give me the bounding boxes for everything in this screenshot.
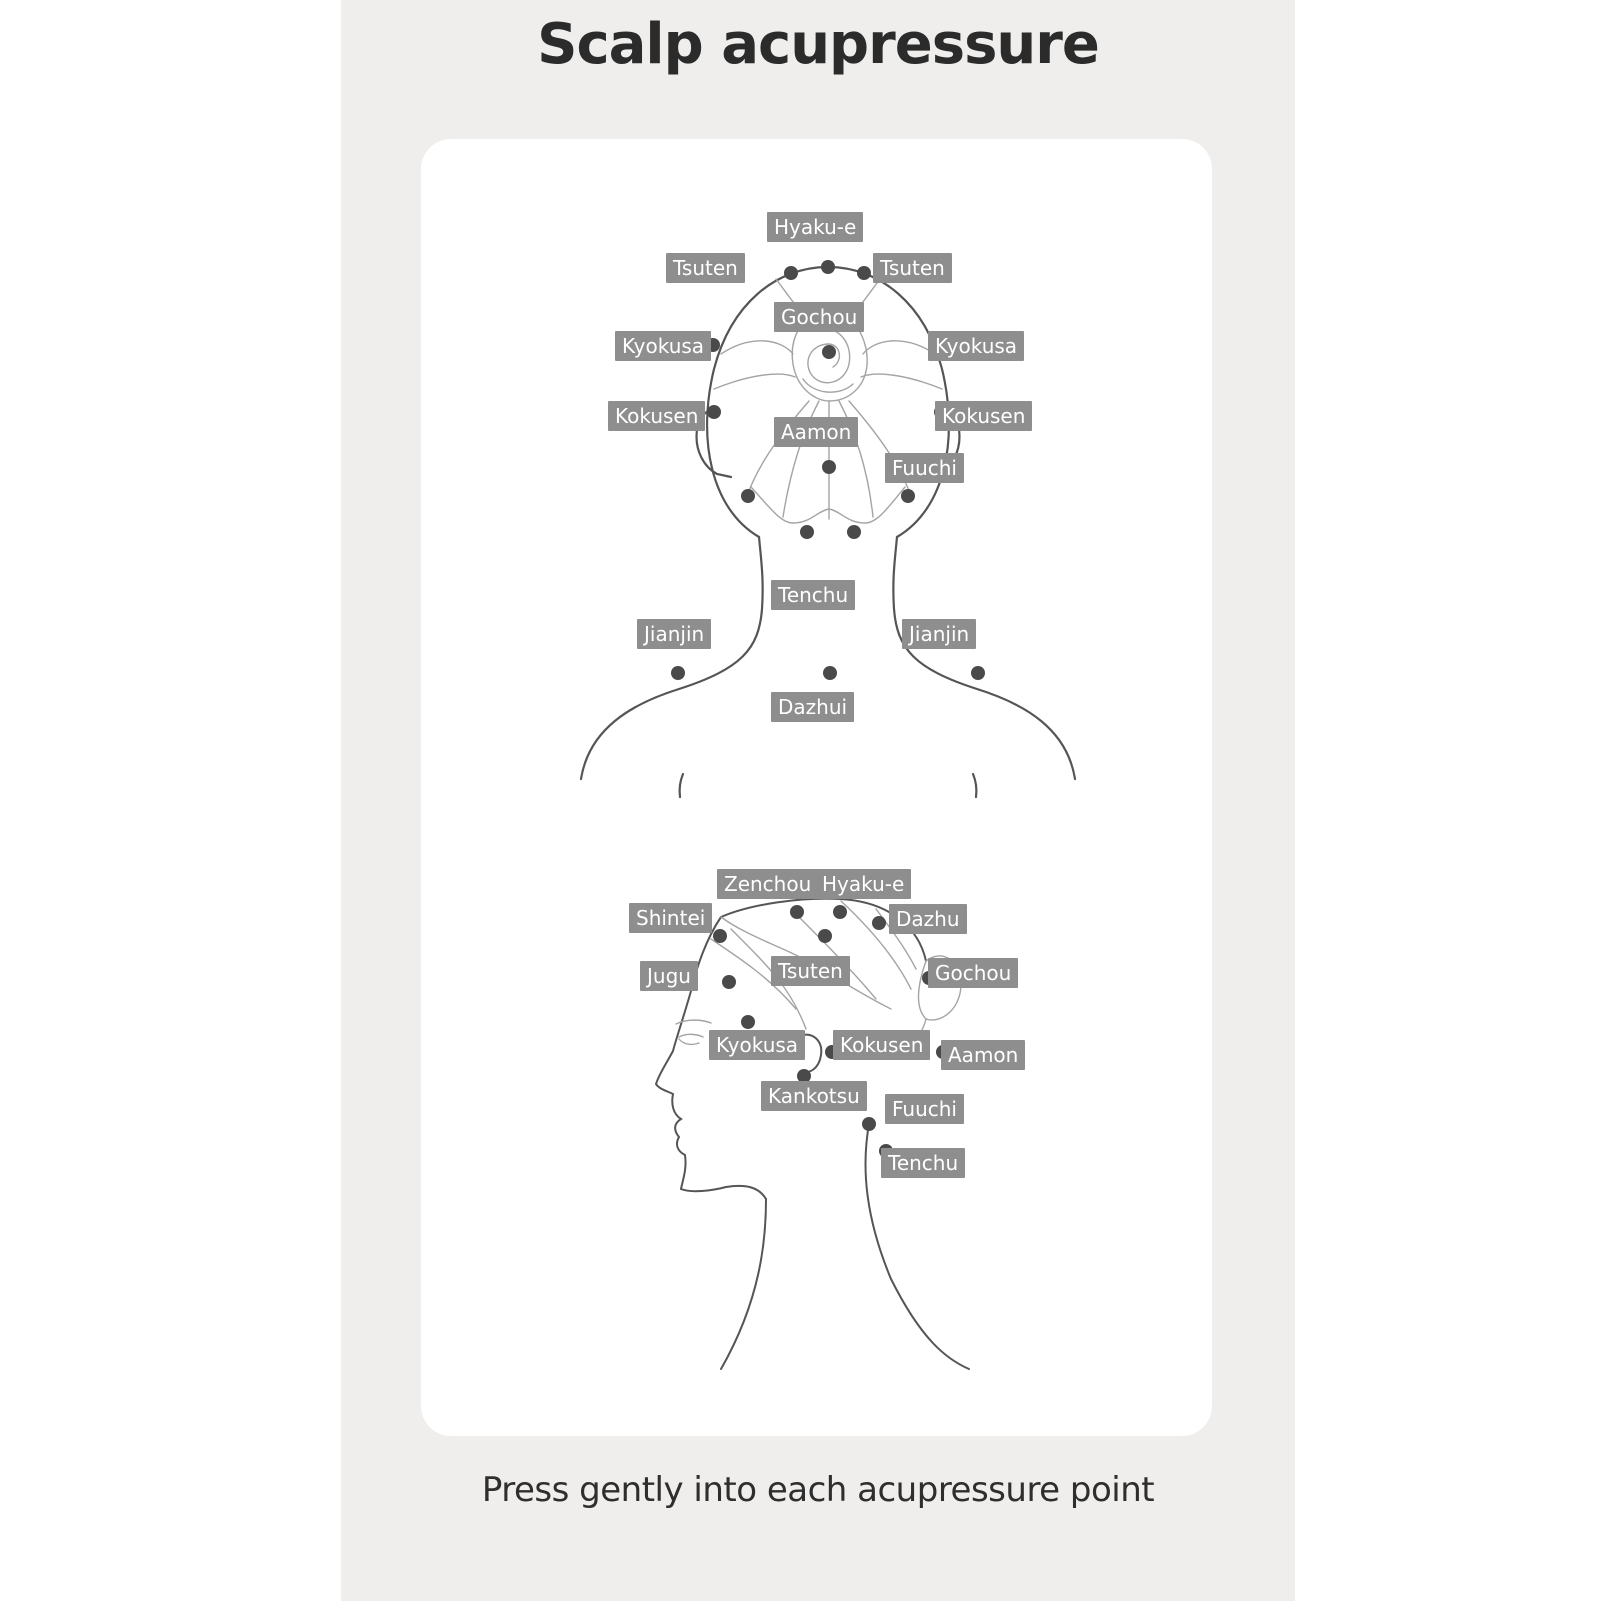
point-fuuchi-right-back xyxy=(901,489,915,503)
point-shintei-side xyxy=(713,929,727,943)
label-tsuten-side: Tsuten xyxy=(771,956,850,986)
point-fuuchi-left-back xyxy=(741,489,755,503)
point-kyokusa-side xyxy=(741,1015,755,1029)
point-tenchu-left-back xyxy=(800,525,814,539)
label-aamon-side: Aamon xyxy=(941,1040,1026,1070)
point-jianjin-right-back xyxy=(971,666,985,680)
label-fuuchi-back: Fuuchi xyxy=(885,453,964,483)
back-view-hair xyxy=(713,278,943,524)
point-tsuten-right-back xyxy=(857,266,871,280)
label-kokusen-side: Kokusen xyxy=(833,1030,931,1060)
point-tenchu-right-back xyxy=(847,525,861,539)
label-tenchu-side: Tenchu xyxy=(881,1148,966,1178)
point-tsuten-side xyxy=(818,929,832,943)
instruction-caption: Press gently into each acupressure point xyxy=(481,1470,1155,1510)
label-kyokusa-side: Kyokusa xyxy=(709,1030,806,1060)
illustration-card: Hyaku-e Tsuten Tsuten Gochou Kyokusa Kyo… xyxy=(421,139,1212,1436)
label-zenchou-side: Zenchou xyxy=(717,869,819,899)
label-kyokusa-right-back: Kyokusa xyxy=(928,331,1025,361)
label-aamon-back: Aamon xyxy=(774,417,859,447)
label-gochou-back: Gochou xyxy=(774,302,865,332)
point-aamon-back xyxy=(822,460,836,474)
point-dazhu-side xyxy=(872,916,886,930)
point-tsuten-left-back xyxy=(784,266,798,280)
label-fuuchi-side: Fuuchi xyxy=(885,1094,964,1124)
point-dazhui-back xyxy=(823,666,837,680)
label-gochou-side: Gochou xyxy=(928,958,1019,988)
label-tenchu-back: Tenchu xyxy=(771,580,856,610)
label-jianjin-left-back: Jianjin xyxy=(637,619,712,649)
label-tsuten-left-back: Tsuten xyxy=(666,253,745,283)
point-kankotsu-side xyxy=(797,1069,811,1083)
label-kokusen-left-back: Kokusen xyxy=(608,401,706,431)
point-zenchou-side xyxy=(790,905,804,919)
point-gochou-back xyxy=(822,345,836,359)
point-hyaku-e-back xyxy=(821,260,835,274)
label-dazhu-side: Dazhu xyxy=(889,904,967,934)
label-kyokusa-left-back: Kyokusa xyxy=(615,331,712,361)
label-shintei-side: Shintei xyxy=(629,903,713,933)
label-kankotsu-side: Kankotsu xyxy=(761,1081,867,1111)
point-hyaku-e-side xyxy=(833,905,847,919)
label-hyaku-e-side: Hyaku-e xyxy=(815,869,912,899)
point-kokusen-left-back xyxy=(707,405,721,419)
point-jianjin-left-back xyxy=(671,666,685,680)
page-title: Scalp acupressure xyxy=(537,12,1100,77)
content-panel: Scalp acupressure xyxy=(341,0,1295,1601)
label-jianjin-right-back: Jianjin xyxy=(902,619,977,649)
label-tsuten-right-back: Tsuten xyxy=(873,253,952,283)
point-jugu-side xyxy=(722,975,736,989)
label-jugu-side: Jugu xyxy=(640,961,698,991)
label-kokusen-right-back: Kokusen xyxy=(935,401,1033,431)
point-fuuchi-side xyxy=(862,1117,876,1131)
acupressure-illustration xyxy=(579,260,1077,1370)
label-hyaku-e-back: Hyaku-e xyxy=(767,212,864,242)
label-dazhui-back: Dazhui xyxy=(771,692,855,722)
